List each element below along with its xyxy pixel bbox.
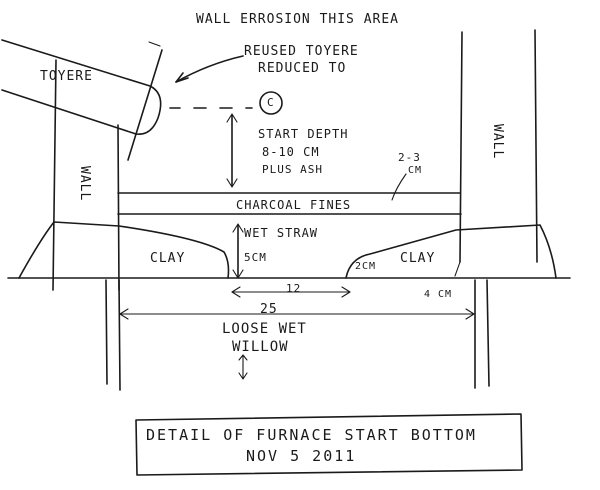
dim-25-label: 25 [260, 302, 278, 317]
willow-arrow [238, 354, 248, 380]
left-clay-mound [18, 221, 230, 279]
reused-arrowhead [175, 72, 189, 83]
tuyere-label: TOYERE [40, 69, 93, 84]
right-wall-outer-line [534, 29, 538, 263]
right-wall-label: WALL [490, 124, 505, 160]
fines-thickness-unit-label: CM [408, 165, 423, 176]
start-depth-arrowheads [226, 113, 238, 188]
tuyere-pipe [1, 39, 162, 135]
tuyere-tick [148, 41, 161, 47]
reduced-to-label: REDUCED TO [258, 61, 347, 76]
marker-label: C [267, 96, 275, 109]
four-cm-leader [454, 261, 461, 277]
right-clay-mound [345, 224, 557, 279]
left-wall-outer-line [52, 59, 57, 291]
reused-arrow [175, 55, 244, 83]
caption-title: DETAIL OF FURNACE START BOTTOM [146, 426, 477, 444]
willow-right-outer [486, 279, 490, 387]
dim-12-arrowheads [231, 286, 351, 298]
reused-tuyere-label: REUSED TOYERE [244, 44, 359, 59]
plus-ash-label: PLUS ASH [262, 163, 323, 176]
fines-leader [391, 173, 407, 201]
fines-thickness-label: 2-3 [398, 151, 421, 164]
start-depth-range-label: 8-10 CM [262, 145, 320, 159]
erosion-label: WALL ERROSION THIS AREA [196, 12, 400, 27]
left-wall-inner-line [117, 124, 120, 291]
loose-wet-label: LOOSE WET [222, 321, 307, 337]
two-cm-label: 2CM [355, 261, 377, 272]
four-cm-label: 4 CM [424, 289, 453, 300]
willow-label: WILLOW [232, 339, 289, 355]
wet-straw-label: WET STRAW [244, 226, 319, 240]
caption-date: NOV 5 2011 [246, 447, 357, 465]
tuyere-slash [127, 49, 163, 161]
left-clay-label: CLAY [150, 251, 186, 266]
caption-box [135, 413, 523, 476]
marker-circle [259, 91, 283, 115]
dim-12-label: 12 [286, 282, 302, 295]
willow-left-inner [118, 279, 121, 391]
right-wall-inner-line [459, 31, 463, 263]
start-depth-label: START DEPTH [258, 127, 349, 141]
charcoal-fines-label: CHARCOAL FINES [236, 198, 352, 212]
willow-left-outer [105, 279, 108, 385]
left-wall-label: WALL [77, 166, 92, 202]
right-clay-label: CLAY [400, 251, 436, 266]
five-cm-label: 5CM [244, 251, 267, 264]
